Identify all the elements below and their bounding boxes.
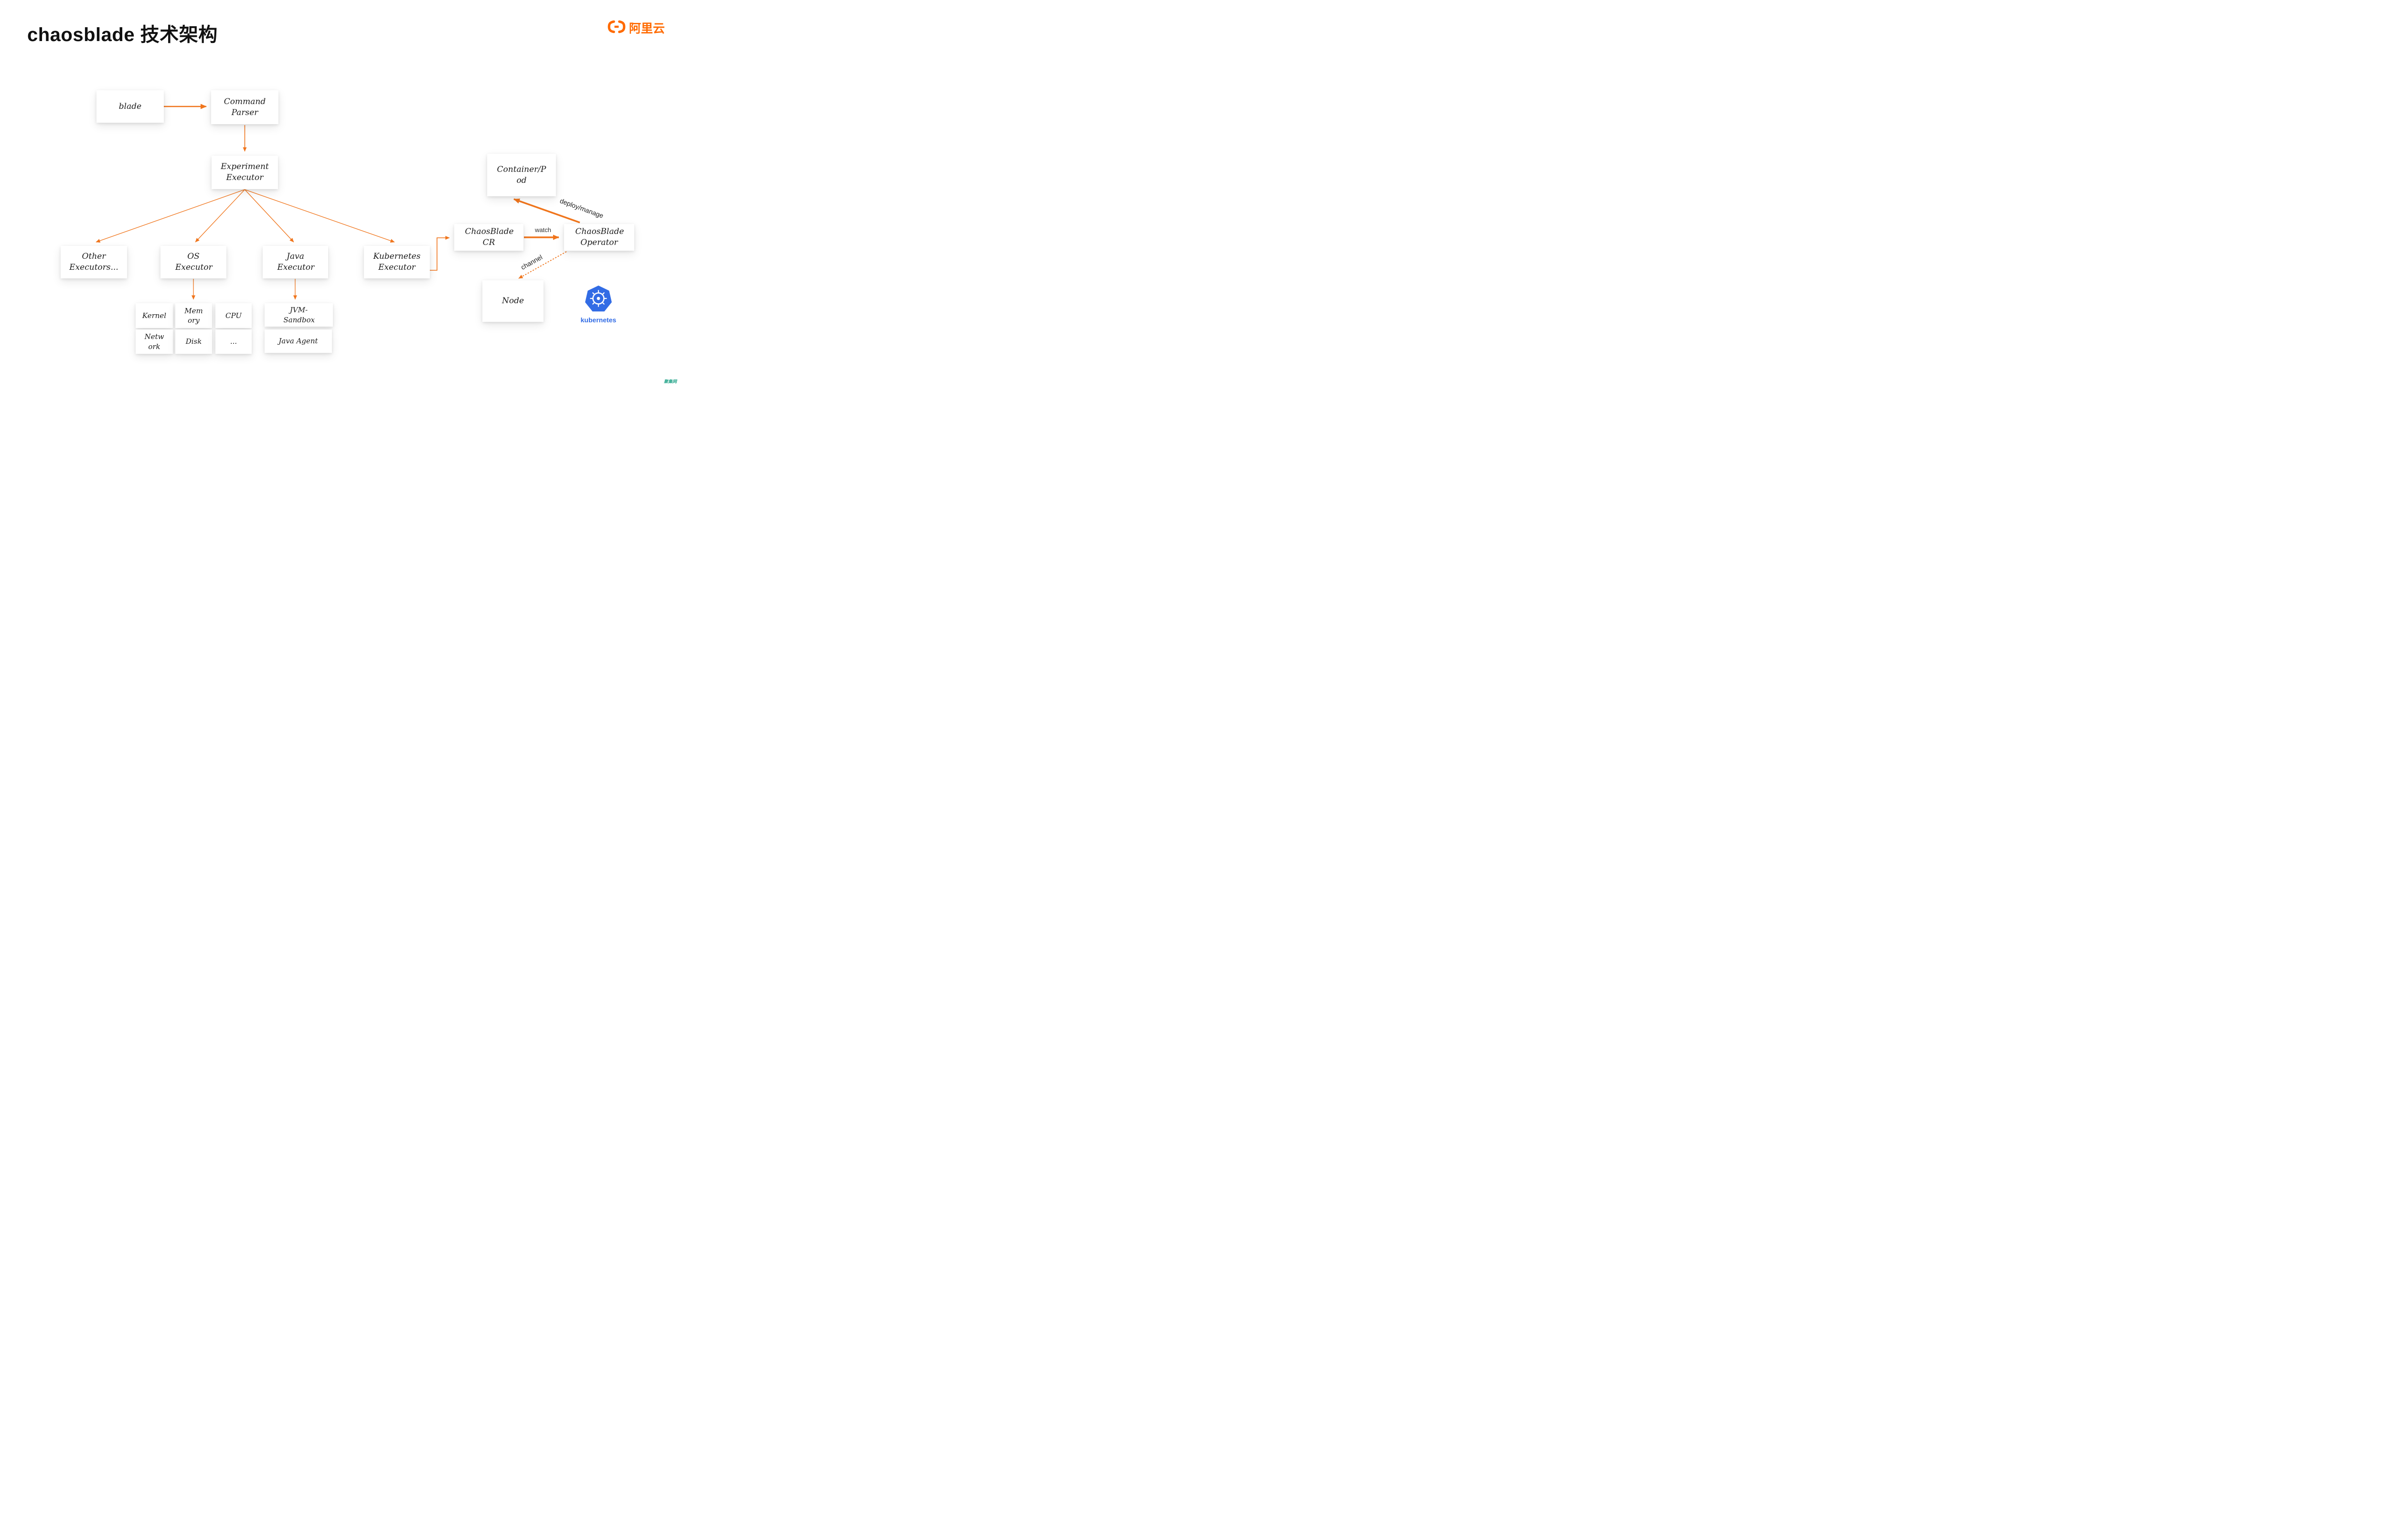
node-kubernetes-executor-label: Kubernetes Executor [373,252,421,272]
arrow-kubernetes-executor-to-chaosblade-cr [430,236,450,271]
node-command-parser: Command Parser [211,90,278,124]
node-jvm-sandbox: JVM-Sandbox [265,303,333,327]
node-java-agent-label: Java Agent [278,337,318,346]
node-os-executor-label: OS Executor [175,252,213,272]
node-blade: blade [96,90,164,123]
node-cpu: CPU [215,303,252,328]
arrow-executor-to-java-executor [245,189,294,243]
node-chaosblade-operator: ChaosBlade Operator [564,224,634,251]
node-memory-label: Memory [184,306,203,325]
page-title: chaosblade 技术架构 [27,24,218,45]
alibaba-cloud-brackets-icon [608,20,626,36]
node-disk-label: Disk [185,337,202,346]
node-chaosblade-cr-label: ChaosBlade CR [465,227,514,247]
node-blade-label: blade [118,101,142,111]
node-disk: Disk [175,329,212,354]
node-cpu-label: CPU [225,311,242,320]
kubernetes-logo-text: kubernetes [580,316,617,324]
edge-label-watch: watch [535,226,551,234]
node-experiment-executor-label: Experiment Executor [221,162,269,182]
node-experiment-executor: Experiment Executor [212,156,278,189]
arrow-operator-deploy-container-pod [513,198,580,223]
node-other-executors-label: Other Executors... [69,252,118,272]
node-jvm-sandbox-label: JVM-Sandbox [283,306,315,324]
arrow-executor-to-os-executor [195,189,245,243]
kubernetes-logo: kubernetes [576,285,621,324]
node-java-agent: Java Agent [265,329,332,353]
edges-svg [96,104,580,300]
node-network-label: Network [144,332,164,351]
arrow-executor-to-kubernetes-executor [245,189,395,243]
node-container-pod-label: Container/Pod [497,164,546,185]
node-chaosblade-cr: ChaosBlade CR [454,224,523,251]
node-kernel: Kernel [136,303,173,328]
node-container-pod: Container/Pod [487,154,556,196]
node-memory: Memory [175,303,212,328]
kubernetes-wheel-icon [584,285,613,315]
node-node: Node [482,280,544,322]
node-command-parser-label: Command Parser [224,96,266,117]
arrow-executor-to-other-executors [96,189,245,243]
node-kubernetes-executor: Kubernetes Executor [364,246,430,278]
node-kernel-label: Kernel [142,311,167,320]
alibaba-cloud-logo: 阿里云 [608,19,665,36]
node-chaosblade-operator-label: ChaosBlade Operator [575,227,624,247]
node-os-executor: OS Executor [160,246,226,278]
arrow-operator-channel-node [518,251,567,279]
node-more-label: ... [230,337,237,346]
diagram-canvas: chaosblade 技术架构 阿里云 [0,0,684,385]
watermark: 聚集网 [663,379,677,384]
node-node-label: Node [501,296,524,306]
node-java-executor: Java Executor [263,246,328,278]
node-other-executors: Other Executors... [61,246,127,278]
alibaba-cloud-brand-text: 阿里云 [629,22,665,35]
node-network: Network [136,329,173,354]
node-java-executor-label: Java Executor [277,252,315,272]
node-more: ... [215,329,252,354]
